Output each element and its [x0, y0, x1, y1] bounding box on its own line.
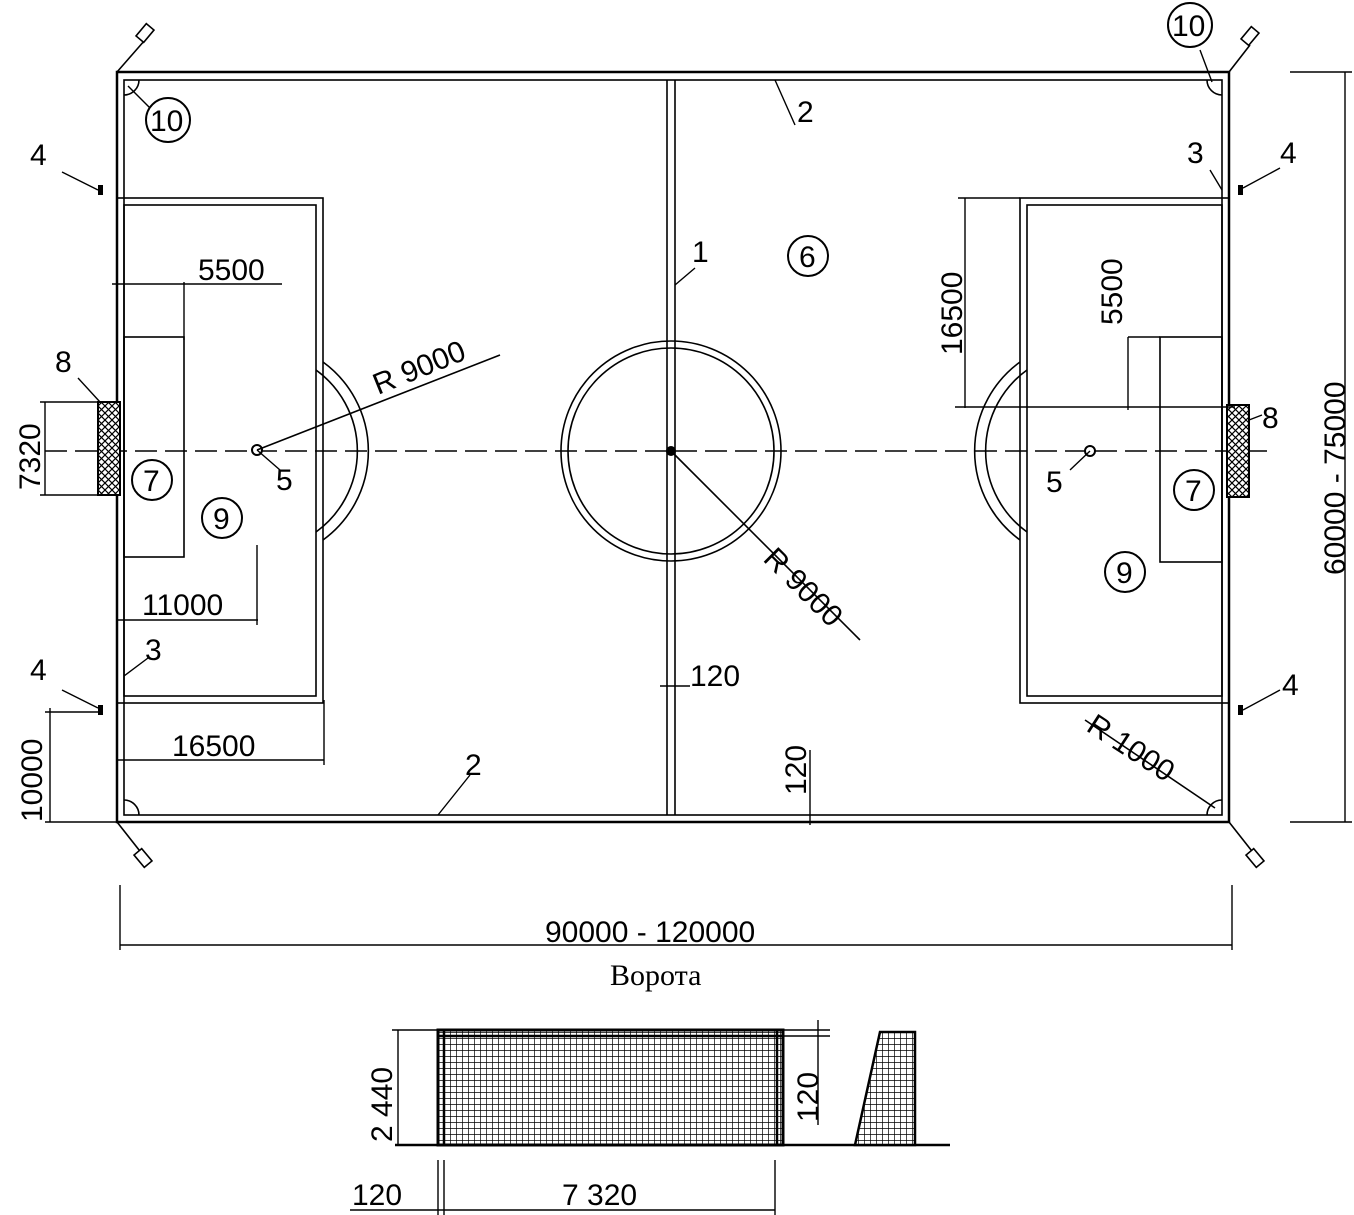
marker-4-right-top: 4 — [1280, 137, 1297, 170]
dim-right-goal-area: 5500 — [1096, 258, 1129, 325]
dim-goal-height: 2 440 — [366, 1067, 399, 1142]
marker-4-left-top: 4 — [30, 139, 47, 172]
marker-4-left-bottom: 4 — [30, 654, 47, 687]
right-goal-area — [1159, 336, 1223, 563]
corner-radius-leader — [1084, 719, 1216, 809]
dim-right-penalty-area: 16500 — [936, 272, 969, 355]
marker-3-right: 3 — [1187, 137, 1204, 170]
right-goal — [1226, 404, 1250, 498]
marker-7-right: 7 — [1185, 475, 1202, 508]
marker-leaders — [61, 49, 1281, 816]
marker-4-right-bottom: 4 — [1282, 669, 1299, 702]
marker-7-left: 7 — [143, 465, 160, 498]
goal-section-caption: Ворота — [610, 959, 701, 992]
dim-line-width-bottom: 120 — [780, 745, 813, 795]
dim-field-length: 90000 - 120000 — [545, 916, 755, 949]
marker-6-circle — [787, 235, 829, 277]
marker-2-top: 2 — [797, 96, 814, 129]
left-goal-area — [123, 336, 185, 558]
marker-9-left: 9 — [213, 503, 230, 536]
dim-left-penalty-spot: 11000 — [142, 589, 223, 622]
marker-3-left: 3 — [145, 634, 162, 667]
dim-goal-width-detail: 7 320 — [562, 1179, 637, 1212]
marker-9-right: 9 — [1116, 557, 1133, 590]
distance-mark-icons — [98, 185, 1243, 715]
marker-6: 6 — [799, 241, 816, 274]
dim-penalty-arc-radius: R 9000 — [368, 335, 470, 402]
marker-9-right-circle — [1104, 551, 1146, 593]
left-goal — [97, 401, 121, 496]
dim-goal-post-vertical: 120 — [792, 1072, 825, 1122]
goal-dimension-lines — [350, 1020, 830, 1215]
marker-5-left: 5 — [276, 464, 293, 497]
dim-corner-mark: 10000 — [16, 739, 49, 822]
marker-1: 1 — [692, 236, 709, 269]
marker-10-left: 10 — [150, 105, 183, 138]
dimension-lines — [40, 71, 1352, 950]
halfway-line — [666, 80, 676, 815]
corner-flag-icons — [116, 22, 1266, 869]
left-arc-radius-leader — [256, 354, 501, 451]
dim-corner-arc-radius: R 1000 — [1081, 708, 1180, 788]
marker-7-right-circle — [1173, 469, 1215, 511]
marker-9-left-circle — [201, 497, 243, 539]
dim-left-penalty-area: 16500 — [172, 730, 255, 763]
dim-goal-post-horizontal: 120 — [352, 1179, 402, 1212]
marker-10-right: 10 — [1172, 10, 1205, 43]
goal-side-view — [853, 1030, 917, 1147]
center-radius-leader — [670, 450, 861, 641]
dim-center-circle-radius: R 9000 — [757, 542, 849, 634]
goal-front-view — [395, 1028, 950, 1147]
marker-5-right: 5 — [1046, 466, 1063, 499]
dim-line-width-center: 120 — [690, 660, 740, 693]
marker-7-left-circle — [131, 459, 173, 501]
corner-arcs — [123, 79, 1223, 816]
marker-10-right-circle — [1167, 2, 1213, 48]
marker-8-left: 8 — [55, 346, 72, 379]
dim-field-width: 60000 - 75000 — [1319, 381, 1352, 575]
marker-8-right: 8 — [1262, 402, 1279, 435]
marker-2-bottom: 2 — [465, 749, 482, 782]
dim-goal-width: 7320 — [14, 423, 47, 490]
dim-left-goal-area: 5500 — [198, 254, 265, 287]
marker-10-left-circle — [145, 97, 191, 143]
